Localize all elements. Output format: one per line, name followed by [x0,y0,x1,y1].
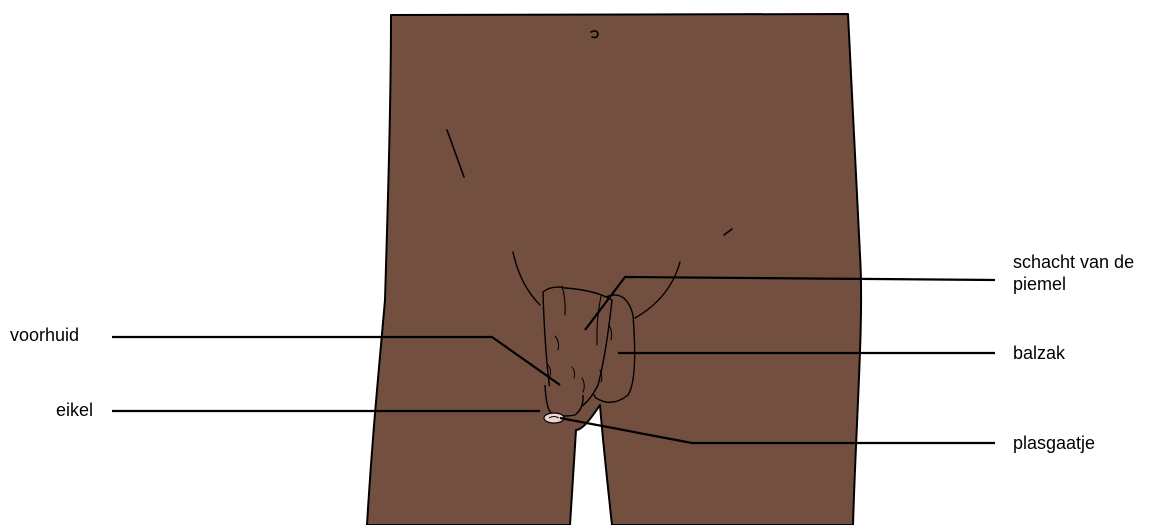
leader-plasgaatje [559,416,995,445]
label-voorhuid: voorhuid [10,325,80,345]
label-eikel: eikel [56,400,94,420]
groin-line-right [634,261,681,319]
hip-crease-left [446,129,465,178]
detail-stroke-7 [581,377,585,393]
label-schacht: schacht van de piemel [1013,252,1135,294]
detail-stroke-4 [571,366,576,379]
label-balzak: balzak [1013,343,1066,363]
leader-schacht [584,275,996,331]
navel [590,30,599,39]
detail-stroke-3 [554,335,560,351]
urethral-opening [548,416,560,419]
detail-stroke-8 [599,369,603,383]
label-plasgaatje: plasgaatje [1013,433,1096,453]
body-silhouette [366,13,863,525]
detail-stroke-1 [561,285,566,316]
leader-voorhuid [112,335,561,386]
hip-crease-right [723,228,733,236]
detail-stroke-5 [547,364,552,377]
detail-stroke-6 [608,324,613,341]
detail-stroke-2 [596,295,602,346]
groin-line-left [512,251,541,306]
